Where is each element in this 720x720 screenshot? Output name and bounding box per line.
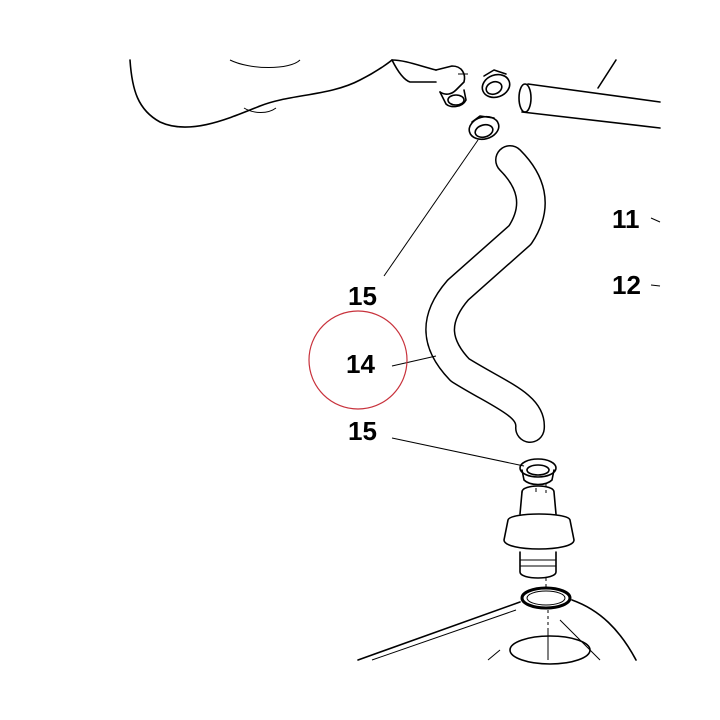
leader-15-lower [391,437,525,467]
highlight-circle [308,310,408,410]
upper-pipe [518,59,661,129]
leader-14 [391,355,437,367]
callout-12: 12 [612,270,641,300]
callout-15-lower: 15 [348,416,377,446]
hose-clamp-upper-right [481,69,511,99]
callout-14: 14 [346,349,375,379]
o-ring [520,586,572,610]
callout-15-upper: 15 [348,281,377,311]
callout-11: 11 [612,204,640,234]
hose-clamp-15-upper [468,115,500,141]
tank-base [357,599,637,665]
hose-clamp-15-lower [519,458,557,486]
upper-fitting [435,65,468,108]
tank-outline [129,59,437,128]
leader-11 [650,217,661,223]
hose-14 [425,145,546,443]
leader-12 [650,284,661,287]
leader-15-upper [383,139,479,277]
leader-lines [383,139,661,630]
tank-fitting [503,485,575,579]
